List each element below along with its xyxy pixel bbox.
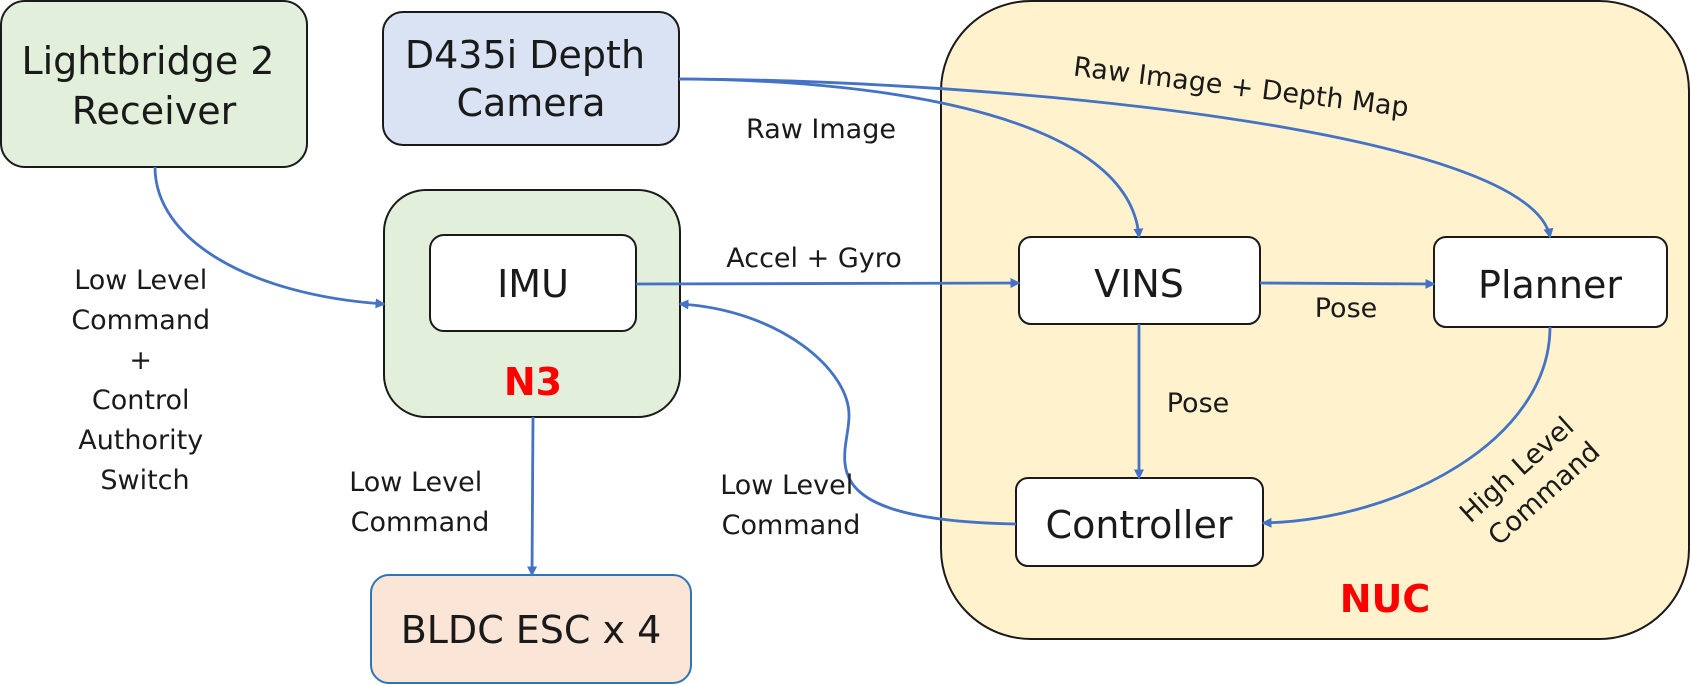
arrow-camera-to-planner	[678, 77, 1554, 239]
depth-camera-block	[382, 11, 680, 146]
controller-label: Controller	[1046, 503, 1233, 547]
arrow-n3-to-esc	[527, 416, 538, 577]
lightbridge-receiver-block	[0, 0, 308, 168]
arrow-vins-to-planner	[1259, 278, 1436, 289]
vins-label: VINS	[1094, 262, 1184, 306]
edge-label-accel-gyro: Accel + Gyro	[726, 243, 902, 274]
imu-label: IMU	[497, 262, 569, 306]
arrow-lightbridge-to-n3	[153, 166, 386, 309]
arrow-imu-to-vins	[635, 278, 1021, 289]
planner-label: Planner	[1478, 263, 1622, 307]
edge-label-raw-image: Raw Image	[746, 114, 896, 145]
edge-label-pose-to-controller: Pose	[1167, 388, 1230, 419]
depth-camera-label: D435i Depth Camera	[405, 33, 657, 125]
arrow-controller-to-imu	[678, 299, 1017, 526]
esc-label: BLDC ESC x 4	[401, 608, 662, 652]
nuc-group-label: NUC	[1340, 577, 1431, 621]
lightbridge-receiver-label: Lightbridge 2 Receiver	[21, 39, 286, 133]
n3-group-label: N3	[504, 360, 562, 404]
edge-label-low-level-command-esc: Low Level Command	[349, 467, 491, 538]
edge-label-lightbridge-command: Low Level Command + Control Authority Sw…	[71, 265, 218, 496]
edge-label-pose-to-planner: Pose	[1315, 293, 1378, 324]
arrow-planner-to-controller	[1261, 326, 1552, 528]
edge-label-low-level-command-controller: Low Level Command	[720, 470, 862, 541]
